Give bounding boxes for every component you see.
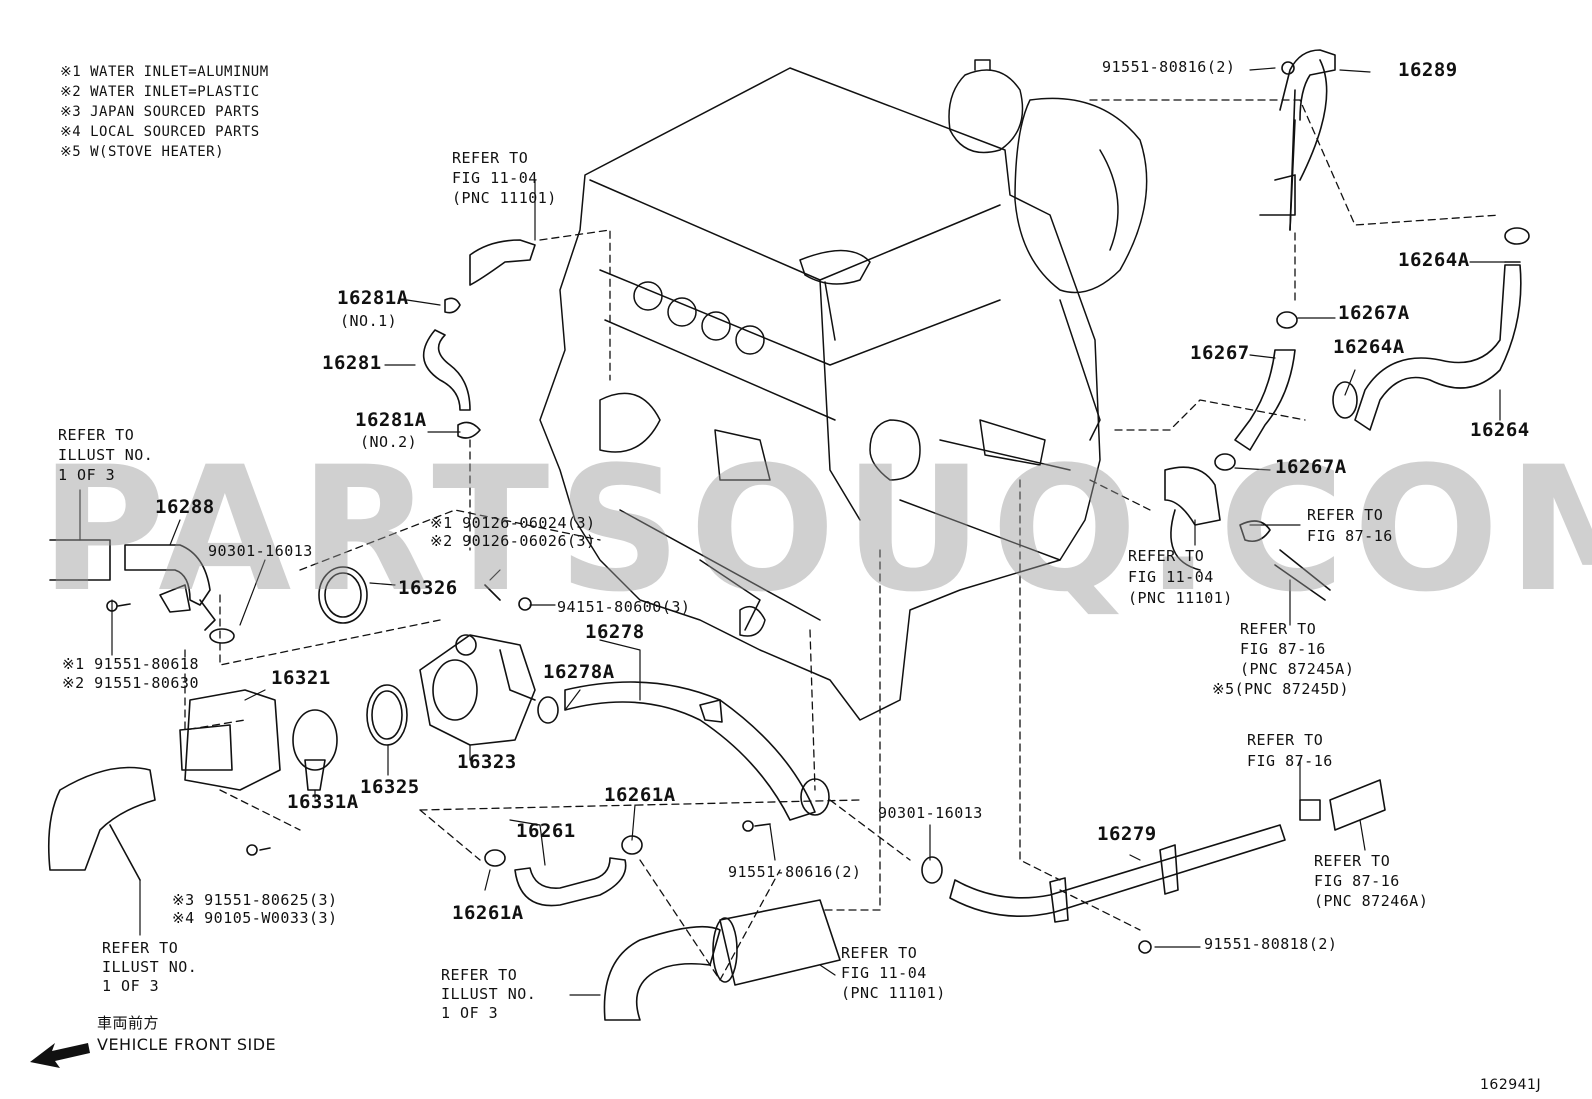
part-number[interactable]: ※1 91551-80618 [62, 655, 199, 673]
thermostat-parts [179, 566, 559, 791]
refer-label[interactable]: (PNC 87246A) [1314, 892, 1429, 910]
refer-label[interactable]: 1 OF 3 [441, 1004, 499, 1022]
note-3: ※3 JAPAN SOURCED PARTS [60, 104, 260, 120]
part-number[interactable]: ※2 90126-06026(3) [430, 532, 596, 550]
part-number[interactable]: 16261A [604, 784, 676, 806]
refer-label[interactable]: (PNC 87245A) [1240, 660, 1355, 678]
part-number[interactable]: 91551-80818(2) [1204, 935, 1338, 953]
refer-label[interactable]: FIG 11-04 [841, 964, 927, 982]
hose-16281 [422, 239, 536, 439]
refer-label[interactable]: 1 OF 3 [102, 977, 160, 995]
part-number[interactable]: 16281 [322, 352, 382, 374]
refer-label[interactable]: REFER TO [58, 426, 135, 444]
part-number[interactable]: 16267A [1275, 456, 1347, 478]
part-number[interactable]: 90301-16013 [208, 542, 313, 560]
refer-label[interactable]: FIG 87-16 [1240, 640, 1326, 658]
refer-label[interactable]: (PNC 11101) [1128, 589, 1233, 607]
refer-label[interactable]: FIG 11-04 [1128, 568, 1214, 586]
part-number[interactable]: ※3 91551-80625(3) [172, 891, 338, 909]
part-number[interactable]: 90301-16013 [878, 804, 983, 822]
engine-block [539, 67, 1101, 721]
refer-label[interactable]: REFER TO [1314, 852, 1391, 870]
refer-label[interactable]: FIG 87-16 [1314, 872, 1400, 890]
part-number[interactable]: ※2 91551-80630 [62, 674, 199, 692]
part-number[interactable]: 16331A [287, 791, 359, 813]
refer-label[interactable]: ILLUST NO. [441, 985, 537, 1003]
part-number[interactable]: 16326 [398, 577, 458, 599]
watermark-text: PARTSOUQ.COM [40, 429, 1592, 630]
part-number[interactable]: 16281A [355, 409, 427, 431]
part-number[interactable]: 16264 [1470, 419, 1530, 441]
refer-label[interactable]: REFER TO [1240, 620, 1317, 638]
part-sub-label: (NO.2) [360, 433, 418, 451]
part-number[interactable]: 94151-80600(3) [557, 598, 691, 616]
refer-label[interactable]: FIG 11-04 [452, 169, 538, 187]
refer-label[interactable]: (PNC 11101) [841, 984, 946, 1002]
refer-label[interactable]: ILLUST NO. [58, 446, 154, 464]
refer-label[interactable]: REFER TO [841, 944, 918, 962]
hose-16278 [564, 681, 830, 821]
refer-label[interactable]: REFER TO [102, 939, 179, 957]
pipe-16279 [921, 824, 1286, 954]
refer-label[interactable]: REFER TO [452, 149, 529, 167]
part-number[interactable]: 16281A [337, 287, 409, 309]
figure-id: 162941J [1480, 1077, 1542, 1093]
part-number[interactable]: 16267 [1190, 342, 1250, 364]
part-number[interactable]: 16289 [1398, 59, 1458, 81]
part-number[interactable]: ※4 90105-W0033(3) [172, 909, 338, 927]
part-number[interactable]: 16261 [516, 820, 576, 842]
hose-16261 [484, 820, 771, 907]
part-number[interactable]: 91551-80816(2) [1102, 58, 1236, 76]
refer-label[interactable]: REFER TO [441, 966, 518, 984]
part-number[interactable]: 16267A [1338, 302, 1410, 324]
part-number[interactable]: 16279 [1097, 823, 1157, 845]
note-4: ※4 LOCAL SOURCED PARTS [60, 124, 260, 140]
part-number[interactable]: 16264A [1333, 336, 1405, 358]
refer-label[interactable]: ILLUST NO. [102, 958, 198, 976]
part-number[interactable]: 16323 [457, 751, 517, 773]
note-1: ※1 WATER INLET=ALUMINUM [60, 64, 269, 80]
refer-label[interactable]: REFER TO [1128, 547, 1205, 565]
leader-lines [79, 67, 1506, 996]
part-number[interactable]: ※1 90126-06024(3) [430, 514, 596, 532]
refer-label[interactable]: REFER TO [1307, 506, 1384, 524]
part-number[interactable]: 16264A [1398, 249, 1470, 271]
pipe-16288 [49, 539, 235, 644]
refer-label[interactable]: ※5(PNC 87245D) [1212, 680, 1349, 698]
front-arrow-icon [30, 1043, 90, 1068]
note-5: ※5 W(STOVE HEATER) [60, 144, 225, 160]
turbo-assembly [948, 59, 1148, 441]
refer-label[interactable]: FIG 87-16 [1307, 527, 1393, 545]
part-number[interactable]: 91551-80616(2) [728, 863, 862, 881]
refer-label[interactable]: REFER TO [1247, 731, 1324, 749]
refer-label[interactable]: (PNC 11101) [452, 189, 557, 207]
front-label-en: VEHICLE FRONT SIDE [97, 1035, 277, 1054]
part-number[interactable]: 16278A [543, 661, 615, 683]
part-number[interactable]: 16288 [155, 496, 215, 518]
front-label-jp: 車両前方 [97, 1014, 160, 1032]
note-2: ※2 WATER INLET=PLASTIC [60, 84, 260, 100]
part-number[interactable]: 16261A [452, 902, 524, 924]
refer-label[interactable]: 1 OF 3 [58, 466, 116, 484]
hose-left-bottom [47, 766, 271, 881]
part-sub-label: (NO.1) [340, 312, 398, 330]
part-number[interactable]: 16278 [585, 621, 645, 643]
part-number[interactable]: 16321 [271, 667, 331, 689]
dashed-leaders [184, 99, 1501, 981]
hose-bottom-center [603, 899, 841, 1021]
part-number[interactable]: 16325 [360, 776, 420, 798]
refer-label[interactable]: FIG 87-16 [1247, 752, 1333, 770]
hoses-right [1164, 49, 1530, 831]
